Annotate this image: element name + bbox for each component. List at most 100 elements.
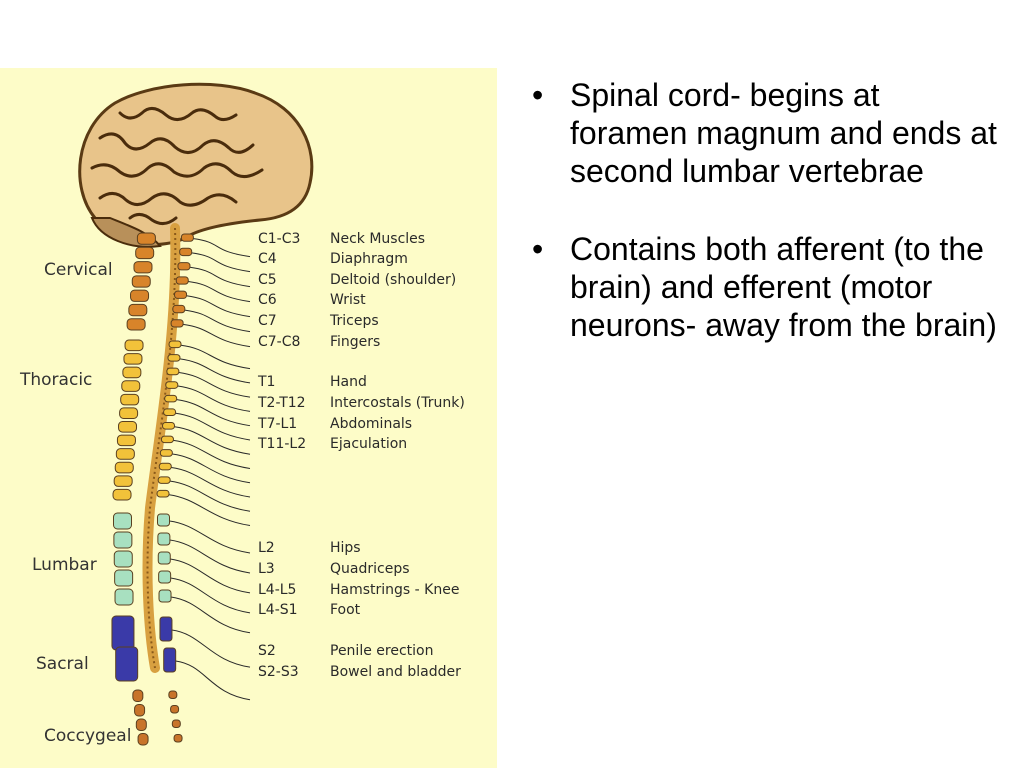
vertebra-process [158,462,172,471]
vertebra-process [157,513,170,527]
vertebra-process [158,570,172,584]
bullet-dot-icon: • [532,77,544,113]
vertebra-body [120,393,140,406]
spinal-nerve [169,539,251,574]
vertebra-process [177,262,191,271]
segment-code: L4-S1 [258,602,298,618]
spine-illustration [78,82,314,746]
bullet-text: Contains both afferent (to the brain) an… [570,231,997,343]
vertebra-body [133,261,153,274]
spinal-nerve [173,439,251,469]
vertebra-body [123,353,143,365]
region-label-lumbar: Lumbar [32,555,97,575]
vertebra-body [135,718,147,731]
vertebra-body [126,318,146,331]
region-label-cervical: Cervical [44,260,113,280]
segment-function: Quadriceps [330,561,410,577]
vertebra-process [158,589,172,603]
region-label-thoracic: Thoracic [20,370,93,390]
vertebra-process [174,290,188,299]
segment-code: C6 [258,292,277,308]
vertebra-process [163,647,177,673]
vertebra-process [167,354,181,362]
spinal-nerve [183,323,251,348]
vertebra-process [156,489,170,498]
spinal-nerve [169,520,251,554]
vertebra-process [163,408,177,416]
vertebra-process [162,422,176,430]
segment-code: C5 [258,272,277,288]
spinal-nerve [168,494,251,527]
vertebra-body [114,569,134,587]
segment-function: Hips [330,540,361,556]
vertebra-process [173,734,183,743]
segment-code: L2 [258,540,275,556]
vertebra-process [171,719,181,728]
segment-function: Penile erection [330,643,434,659]
spinal-nerve [179,358,251,384]
vertebra-process [160,435,174,444]
vertebra-process [170,705,180,714]
vertebra-body [119,407,139,419]
segment-code: T11-L2 [258,436,307,452]
vertebra-process [157,476,171,484]
brain-illustration [78,82,314,248]
segment-function: Bowel and bladder [330,664,461,680]
bullet-dot-icon: • [532,231,544,267]
spinal-nerve [189,266,251,288]
spinal-nerve [184,309,251,333]
spinal-nerve [176,399,251,427]
vertebra-body [113,531,133,549]
vertebra-process [166,367,180,376]
segment-function: Abdominals [330,416,413,432]
region-label-sacral: Sacral [36,654,89,674]
segment-code: T7-L1 [258,416,298,432]
spinal-nerve [186,295,251,318]
segment-function: Deltoid (shoulder) [330,272,457,288]
spinal-nerve [170,558,251,594]
segment-code: L4-L5 [258,582,297,598]
vertebra-body [118,421,138,433]
segment-code: L3 [258,561,275,577]
spinal-nerve [175,660,251,701]
segment-function: Intercostals (Trunk) [330,395,465,411]
vertebra-process [170,319,184,328]
bullet-list: • Spinal cord- begins at foramen magnum … [528,76,998,384]
vertebra-body [128,303,148,317]
spinal-nerve [170,577,251,614]
vertebra-body [131,275,151,288]
vertebra-body [134,704,146,717]
spinal-nerve [170,596,251,634]
bullet-item: • Spinal cord- begins at foramen magnum … [528,76,998,190]
vertebra-body [137,733,149,746]
vertebra-process [157,532,171,546]
segment-function: Triceps [330,313,379,329]
vertebra-process [175,276,189,285]
vertebra-body [121,380,141,392]
segment-code: C1-C3 [258,231,301,247]
segment-function: Foot [330,602,361,618]
vertebra-process [164,394,178,403]
spinal-cord-figure: Cervical Thoracic Lumbar Sacral Coccygea… [0,68,497,768]
vertebra-body [130,289,150,302]
vertebra-body [111,615,135,651]
segment-code: C4 [258,251,277,267]
spinal-nerve [171,467,251,498]
segment-function: Hamstrings - Knee [330,582,460,598]
vertebra-body [114,588,134,606]
vertebra-body [132,689,144,702]
vertebra-body [113,550,133,568]
vertebra-body [115,646,139,682]
segment-code: T2-T12 [258,395,306,411]
segment-code: S2 [258,643,276,659]
vertebra-process [179,247,193,257]
spinal-nerve [171,629,251,668]
spinal-nerve [188,281,251,303]
segment-code: C7 [258,313,277,329]
vertebra-process [168,690,178,699]
spinal-nerve [180,344,251,370]
vertebra-process [172,304,186,314]
vertebra-body [116,434,136,447]
spinal-nerve [178,371,251,398]
segment-code: T1 [258,374,276,390]
